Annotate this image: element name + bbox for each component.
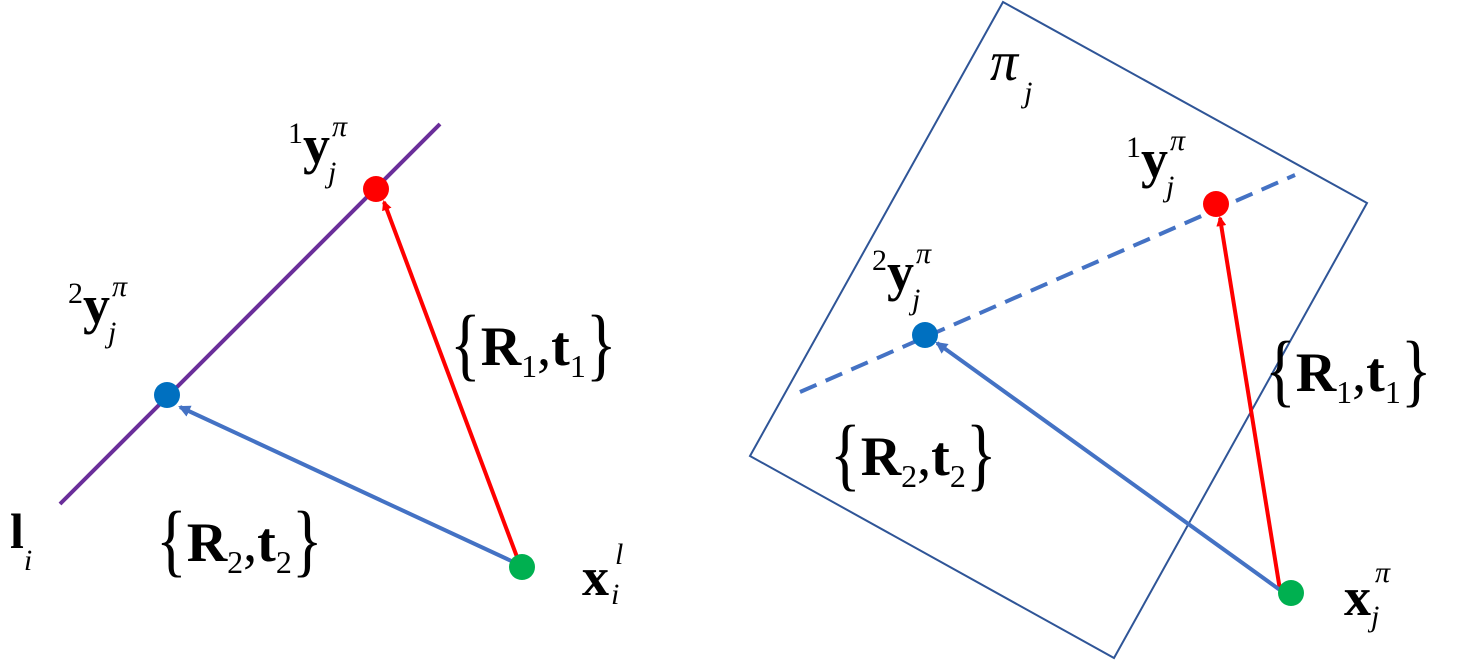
blue-arrow-right bbox=[935, 341, 1282, 592]
label-line-l: li bbox=[10, 503, 33, 577]
label-transform-2-right: {R2,t2} bbox=[830, 409, 997, 498]
point-x-right bbox=[1278, 580, 1304, 606]
point-y2-right bbox=[912, 322, 938, 348]
point-y1-left bbox=[363, 176, 389, 202]
plane-pi bbox=[748, 0, 1369, 660]
label-transform-2-left: {R2,t2} bbox=[156, 495, 323, 584]
red-arrow-left bbox=[382, 200, 522, 566]
label-transform-1-right: {R1,t1} bbox=[1265, 325, 1432, 414]
point-x-left bbox=[509, 554, 535, 580]
point-y2-left bbox=[154, 382, 180, 408]
point-y1-right bbox=[1203, 191, 1229, 217]
blue-arrow-left bbox=[178, 405, 521, 567]
red-arrow-right bbox=[1216, 216, 1282, 591]
label-transform-1-left: {R1,t1} bbox=[450, 299, 617, 388]
